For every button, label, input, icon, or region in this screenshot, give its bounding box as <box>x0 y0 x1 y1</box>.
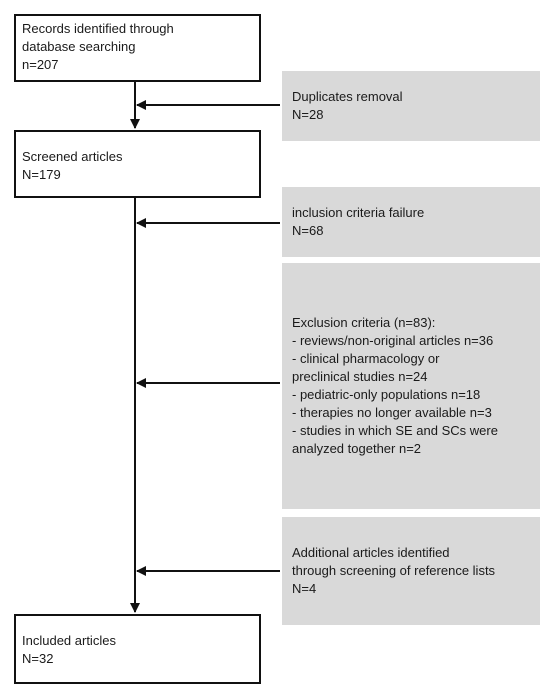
exclusion-line-6: - therapies no longer available n=3 <box>292 405 492 420</box>
additional-line-1: Additional articles identified <box>292 545 450 560</box>
exclusion-text: Exclusion criteria (n=83): - reviews/non… <box>292 314 498 458</box>
inclusion-criteria-failure-box: inclusion criteria failure N=68 <box>282 187 540 257</box>
additional-articles-box: Additional articles identified through s… <box>282 517 540 625</box>
exclusion-criteria-box: Exclusion criteria (n=83): - reviews/non… <box>282 263 540 509</box>
additional-line-3: N=4 <box>292 581 317 596</box>
additional-text: Additional articles identified through s… <box>292 544 495 598</box>
exclusion-line-2: - reviews/non-original articles n=36 <box>292 333 494 348</box>
exclusion-line-8: analyzed together n=2 <box>292 441 422 456</box>
additional-line-2: through screening of reference lists <box>292 563 496 578</box>
inclusion-text: inclusion criteria failure N=68 <box>292 204 424 240</box>
records-line-3: n=207 <box>22 57 59 72</box>
exclusion-line-3: - clinical pharmacology or <box>292 351 440 366</box>
included-line-1: Included articles <box>22 633 116 648</box>
exclusion-line-5: - pediatric-only populations n=18 <box>292 387 481 402</box>
inclusion-line-1: inclusion criteria failure <box>292 205 425 220</box>
records-line-2: database searching <box>22 39 136 54</box>
included-line-2: N=32 <box>22 651 54 666</box>
duplicates-line-1: Duplicates removal <box>292 89 403 104</box>
exclusion-line-4: preclinical studies n=24 <box>292 369 428 384</box>
records-line-1: Records identified through <box>22 21 174 36</box>
duplicates-line-2: N=28 <box>292 107 324 122</box>
exclusion-line-7: - studies in which SE and SCs were <box>292 423 498 438</box>
screened-articles-box: Screened articles N=179 <box>14 130 261 198</box>
included-articles-box: Included articles N=32 <box>14 614 261 684</box>
screened-line-1: Screened articles <box>22 149 123 164</box>
duplicates-removal-box: Duplicates removal N=28 <box>282 71 540 141</box>
exclusion-line-1: Exclusion criteria (n=83): <box>292 315 436 330</box>
inclusion-line-2: N=68 <box>292 223 324 238</box>
records-identified-box: Records identified through database sear… <box>14 14 261 82</box>
duplicates-text: Duplicates removal N=28 <box>292 88 403 124</box>
screened-line-2: N=179 <box>22 167 61 182</box>
